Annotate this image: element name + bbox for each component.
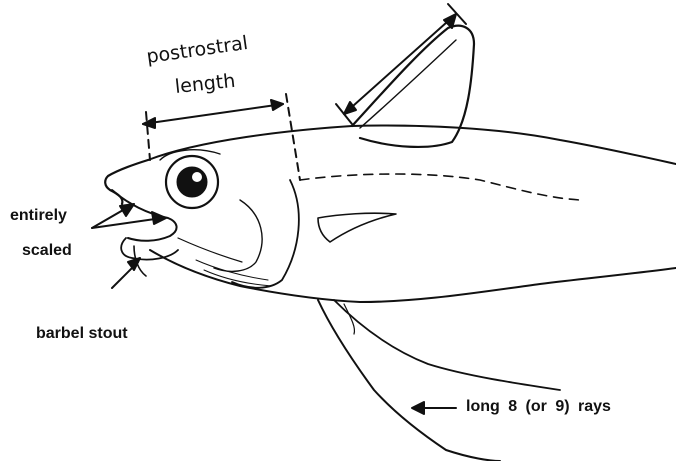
barbel-arrow: [112, 258, 140, 288]
pectoral-fin: [318, 213, 396, 242]
dorsal-fin-ray: [360, 40, 456, 128]
scaled-label: scaled: [22, 243, 72, 259]
mouth: [112, 190, 177, 241]
long-rays-label: long 8 (or 9) rays: [466, 399, 611, 415]
pelvic-fin-inner: [344, 304, 355, 334]
pelvic-fin: [318, 300, 500, 461]
opercle: [232, 180, 299, 288]
lateral-line: [300, 174, 580, 200]
entirely-scaled-arrow: [92, 204, 166, 228]
eye-iris: [177, 167, 207, 197]
rays-arrow: [412, 402, 456, 414]
dorsal-outline: [148, 126, 676, 164]
fin-length-arrow: [336, 4, 466, 124]
cheek-line: [178, 238, 242, 262]
postrostral-bracket: [143, 94, 300, 180]
dorsal-fin: [352, 26, 474, 147]
barbel-stout-label: barbel stout: [36, 326, 128, 342]
head-outline: [105, 160, 148, 204]
eye-highlight: [192, 172, 202, 182]
pelvic-fin: [334, 300, 560, 390]
eye-ridge: [160, 150, 220, 160]
entirely-label: entirely: [10, 208, 67, 224]
